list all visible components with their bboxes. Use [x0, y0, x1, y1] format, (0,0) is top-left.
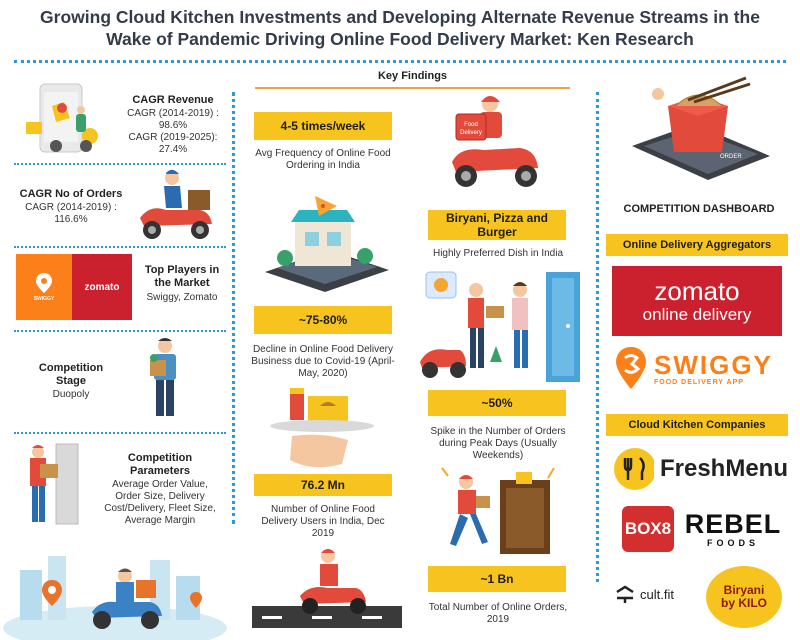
- biryani-name-2: by KILO: [720, 596, 767, 610]
- competition-dashboard-heading: COMPETITION DASHBOARD: [623, 203, 775, 215]
- scooter-rider-illustration: [140, 169, 212, 239]
- key-findings-heading: Key Findings: [255, 70, 570, 89]
- finding-5-value: ~50%: [428, 390, 566, 416]
- page-title: Growing Cloud Kitchen Investments and De…: [0, 6, 800, 50]
- cagr-revenue-line-4: 27.4%: [158, 144, 188, 155]
- swiggy-small-label: SWIGGY: [33, 296, 55, 302]
- right-column-divider: [596, 92, 599, 582]
- door-delivery-illustration: [30, 443, 79, 525]
- finding-2-desc-3: May, 2020): [298, 368, 348, 379]
- finding-6-value: ~1 Bn: [428, 566, 566, 592]
- cultfit-icon: [616, 585, 634, 603]
- zomato-logo-name: zomato: [654, 276, 740, 306]
- finding-5-desc-1: Spike in the Number of Orders: [430, 426, 566, 437]
- cagr-revenue-heading: CAGR Revenue: [132, 94, 214, 106]
- swiggy-logo: SWIGGY FOOD DELIVERY APP: [614, 340, 784, 396]
- phone-noodle-box-illustration: ORDER: [632, 76, 770, 180]
- grocery-man-illustration: [150, 338, 176, 416]
- hand-holding-food-illustration: [270, 388, 374, 468]
- swiggy-logo-icon: [616, 347, 646, 389]
- competition-params-line-3: Cost/Delivery, Fleet Size,: [104, 503, 216, 514]
- finding-5-desc-3: Weekends): [472, 450, 524, 461]
- competition-params-line-2: Order Size, Delivery: [115, 491, 205, 502]
- swiggy-logo-sub: FOOD DELIVERY APP: [654, 378, 744, 386]
- zomato-small-label: zomato: [84, 281, 120, 293]
- cagr-revenue-line-1: CAGR (2014-2019) :: [127, 108, 219, 119]
- finding-6-desc-2: 2019: [486, 614, 510, 625]
- finding-3-desc-1: Number of Online Food: [271, 504, 375, 515]
- road-scooter-illustration: [252, 549, 402, 628]
- section-divider: [14, 330, 226, 332]
- freshmenu-logo: FreshMenu: [612, 444, 788, 494]
- swiggy-logo-name: SWIGGY: [654, 349, 773, 380]
- finding-1-desc-1: Avg Frequency of Online Food: [255, 148, 391, 159]
- cagr-revenue-line-3: CAGR (2019-2025):: [128, 132, 218, 143]
- rebel-foods-logo: REBEL FOODS: [684, 506, 782, 552]
- finding-6-desc-1: Total Number of Online Orders,: [428, 602, 568, 613]
- swiggy-small-logo: SWIGGY: [16, 254, 72, 320]
- cagr-revenue-line-2: 98.6%: [158, 120, 188, 131]
- finding-5-desc-2: during Peak Days (Usually: [439, 438, 557, 449]
- scooter-box-label-2: Delivery: [460, 130, 482, 136]
- finding-4-desc: Highly Preferred Dish in India: [432, 248, 564, 259]
- box8-name: BOX8: [624, 519, 672, 538]
- biryani-by-kilo-logo: Biryani by KILO: [706, 566, 782, 628]
- left-column-divider: [232, 92, 235, 524]
- city-delivery-illustration: [3, 556, 227, 640]
- cagr-orders-line-2: 116.6%: [54, 214, 88, 225]
- finding-4-value-line-2: Burger: [477, 225, 517, 239]
- section-divider: [14, 163, 226, 165]
- phone-order-label: ORDER: [720, 154, 742, 160]
- top-players-heading-1: Top Players in: [144, 264, 220, 276]
- competition-params-line-4: Average Margin: [124, 515, 196, 526]
- section-divider: [14, 432, 226, 434]
- cultfit-name: cult.fit: [640, 586, 674, 602]
- scooter-box-label-1: Food: [464, 122, 478, 128]
- freshmenu-icon: [614, 448, 654, 490]
- restaurant-phone-illustration: [265, 196, 389, 292]
- competition-stage-heading-2: Stage: [56, 375, 86, 387]
- zomato-logo-sub: online delivery: [642, 305, 752, 324]
- cagr-orders-heading: CAGR No of Orders: [19, 188, 123, 200]
- swiggy-pin-icon: [36, 273, 52, 293]
- title-line-1: Growing Cloud Kitchen Investments and De…: [40, 7, 760, 27]
- top-players-value: Swiggy, Zomato: [146, 292, 218, 303]
- finding-4-value: Biryani, Pizza and Burger: [428, 210, 566, 240]
- rebel-name: REBEL: [684, 509, 782, 539]
- finding-3-value: 76.2 Mn: [254, 474, 392, 496]
- competition-params-heading-1: Competition: [127, 452, 193, 464]
- box8-logo: BOX8: [622, 506, 674, 552]
- top-players-heading-2: the Market: [154, 277, 210, 289]
- doorstep-handover-illustration: [420, 271, 580, 382]
- title-line-2: Wake of Pandemic Driving Online Food Del…: [106, 29, 694, 49]
- competition-params-heading-2: Parameters: [130, 465, 190, 477]
- competition-stage-value: Duopoly: [52, 389, 90, 400]
- title-divider: [14, 60, 786, 63]
- competition-stage-heading-1: Competition: [38, 362, 104, 374]
- zomato-small-logo: zomato: [72, 254, 132, 320]
- section-divider: [14, 246, 226, 248]
- finding-1-value: 4-5 times/week: [254, 112, 392, 140]
- cultfit-logo: cult.fit: [614, 576, 694, 612]
- biryani-name-1: Biryani: [723, 583, 765, 597]
- finding-2-desc-2: Business due to Covid-19 (April-: [251, 356, 395, 367]
- running-delivery-illustration: [441, 467, 555, 554]
- finding-4-value-line-1: Biryani, Pizza and: [445, 211, 549, 225]
- rebel-foods-sub: FOODS: [706, 538, 759, 548]
- freshmenu-name: FreshMenu: [659, 455, 788, 482]
- cagr-orders-line-1: CAGR (2014-2019) :: [25, 202, 117, 213]
- finding-3-desc-3: 2019: [311, 528, 335, 539]
- cloud-kitchen-label: Cloud Kitchen Companies: [606, 414, 788, 436]
- food-delivery-scooter-illustration: Food Delivery: [452, 96, 538, 187]
- finding-2-value: ~75-80%: [254, 306, 392, 334]
- competition-params-line-1: Average Order Value,: [112, 479, 208, 490]
- finding-1-desc-2: Ordering in India: [286, 160, 360, 171]
- phone-delivery-illustration: [26, 83, 98, 153]
- finding-2-desc-1: Decline in Online Food Delivery: [252, 344, 394, 355]
- aggregators-label: Online Delivery Aggregators: [606, 234, 788, 256]
- zomato-logo: zomato online delivery: [612, 266, 782, 336]
- finding-3-desc-2: Delivery Users in India, Dec: [261, 516, 385, 527]
